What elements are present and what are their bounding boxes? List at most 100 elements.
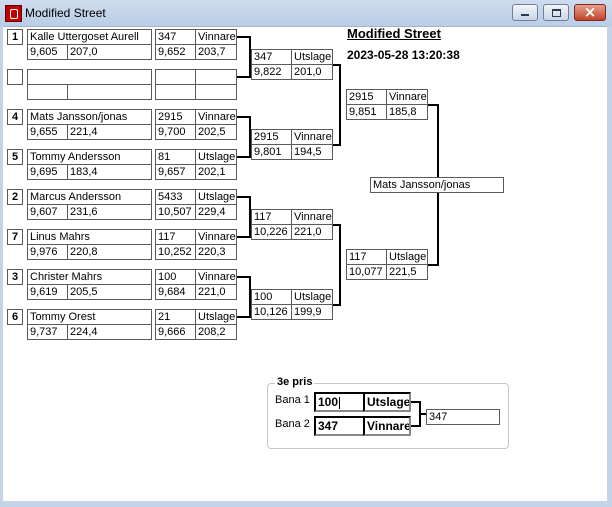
result-field[interactable]: Utslagen — [291, 49, 333, 65]
lane-1-result-field[interactable]: Utslagen — [363, 392, 411, 412]
result-field[interactable]: Utslagen — [195, 189, 237, 205]
result-field[interactable]: Vinnare — [195, 269, 237, 285]
time-field[interactable]: 9,822 — [251, 64, 292, 80]
third-place-result-field[interactable]: 347 — [426, 409, 500, 425]
speed-field[interactable]: 202,1 — [195, 164, 237, 180]
seed-box: 6 — [7, 309, 23, 325]
window-frame-right — [607, 26, 612, 507]
result-field[interactable]: Vinnare — [195, 29, 237, 45]
speed-field[interactable]: 220,8 — [67, 244, 152, 260]
reaction-time-field[interactable]: 9,607 — [27, 204, 68, 220]
reaction-time-field[interactable]: 9,655 — [27, 124, 68, 140]
racer-name-field[interactable]: Tommy Orest — [27, 309, 152, 325]
speed-field[interactable]: 221,4 — [67, 124, 152, 140]
result-field[interactable]: Vinnare — [291, 209, 333, 225]
start-number-field[interactable]: 2915 — [155, 109, 196, 125]
result-field[interactable]: Vinnare — [195, 229, 237, 245]
speed-field[interactable]: 221,0 — [291, 224, 333, 240]
speed-field[interactable]: 201,0 — [291, 64, 333, 80]
start-number-field[interactable]: 117 — [251, 209, 292, 225]
time-field[interactable]: 10,252 — [155, 244, 196, 260]
result-field[interactable]: Vinnare — [195, 109, 237, 125]
speed-field[interactable] — [67, 84, 152, 100]
start-number-field[interactable]: 81 — [155, 149, 196, 165]
speed-field[interactable]: 202,5 — [195, 124, 237, 140]
result-field[interactable] — [195, 69, 237, 85]
result-field[interactable]: Utslagen — [195, 149, 237, 165]
speed-field[interactable]: 231,6 — [67, 204, 152, 220]
start-number-field[interactable]: 21 — [155, 309, 196, 325]
time-field[interactable]: 9,666 — [155, 324, 196, 340]
speed-field[interactable]: 194,5 — [291, 144, 333, 160]
time-field[interactable]: 10,126 — [251, 304, 292, 320]
time-field[interactable]: 10,077 — [346, 264, 387, 280]
reaction-time-field[interactable]: 9,695 — [27, 164, 68, 180]
winner-field[interactable]: Mats Jansson/jonas — [370, 177, 504, 193]
start-number-field[interactable]: 100 — [155, 269, 196, 285]
app-icon[interactable] — [5, 5, 22, 22]
maximize-button[interactable] — [543, 4, 569, 21]
result-field[interactable]: Utslagen — [291, 289, 333, 305]
speed-field[interactable]: 203,7 — [195, 44, 237, 60]
reaction-time-field[interactable]: 9,619 — [27, 284, 68, 300]
start-number-field[interactable]: 5433 — [155, 189, 196, 205]
result-field[interactable]: Utslagen — [195, 309, 237, 325]
racer-name-field[interactable]: Tommy Andersson — [27, 149, 152, 165]
speed-field[interactable]: 229,4 — [195, 204, 237, 220]
speed-field[interactable]: 220,3 — [195, 244, 237, 260]
racer-name-field[interactable] — [27, 69, 152, 85]
time-field[interactable]: 9,684 — [155, 284, 196, 300]
start-number-field[interactable]: 2915 — [346, 89, 387, 105]
result-field[interactable]: Vinnare — [386, 89, 428, 105]
lane-2-number-input[interactable]: 347 — [314, 416, 365, 436]
time-field[interactable]: 9,700 — [155, 124, 196, 140]
start-number-field[interactable]: 347 — [155, 29, 196, 45]
time-field[interactable]: 9,657 — [155, 164, 196, 180]
start-number-field[interactable]: 100 — [251, 289, 292, 305]
speed-field[interactable]: 199,9 — [291, 304, 333, 320]
speed-field[interactable]: 208,2 — [195, 324, 237, 340]
reaction-time-field[interactable]: 9,737 — [27, 324, 68, 340]
time-field[interactable]: 10,507 — [155, 204, 196, 220]
seed-box: 4 — [7, 109, 23, 125]
reaction-time-field[interactable]: 9,976 — [27, 244, 68, 260]
start-number-field[interactable]: 347 — [251, 49, 292, 65]
close-button[interactable] — [574, 3, 606, 21]
minimize-button[interactable] — [512, 4, 538, 21]
start-number-field[interactable] — [155, 69, 196, 85]
racer-name-field[interactable]: Linus Mahrs — [27, 229, 152, 245]
speed-field[interactable]: 224,4 — [67, 324, 152, 340]
racer-name-field[interactable]: Mats Jansson/jonas — [27, 109, 152, 125]
bracket-connector — [249, 36, 251, 78]
speed-field[interactable]: 221,5 — [386, 264, 428, 280]
time-field[interactable]: 10,226 — [251, 224, 292, 240]
time-field[interactable] — [155, 84, 196, 100]
reaction-time-field[interactable]: 9,605 — [27, 44, 68, 60]
lane-1-number-input[interactable]: 100 — [314, 392, 365, 412]
start-number-field[interactable]: 2915 — [251, 129, 292, 145]
lane-2-label: Bana 2 — [275, 418, 310, 430]
result-field[interactable]: Utslagen — [386, 249, 428, 265]
racer-name-field[interactable]: Christer Mahrs — [27, 269, 152, 285]
speed-field[interactable]: 205,5 — [67, 284, 152, 300]
racer-name-field[interactable]: Marcus Andersson — [27, 189, 152, 205]
start-number-field[interactable]: 117 — [346, 249, 387, 265]
result-field[interactable]: Vinnare — [291, 129, 333, 145]
event-heading: Modified Street — [347, 26, 441, 41]
time-field[interactable]: 9,801 — [251, 144, 292, 160]
text-cursor — [339, 396, 341, 409]
speed-field[interactable]: 183,4 — [67, 164, 152, 180]
bracket-connector — [339, 64, 341, 146]
time-field[interactable]: 9,851 — [346, 104, 387, 120]
lane-2-result-field[interactable]: Vinnare — [363, 416, 411, 436]
speed-field[interactable] — [195, 84, 237, 100]
time-field[interactable]: 9,652 — [155, 44, 196, 60]
start-number-field[interactable]: 117 — [155, 229, 196, 245]
window-frame-left — [0, 26, 3, 507]
bracket-connector — [411, 425, 419, 427]
speed-field[interactable]: 221,0 — [195, 284, 237, 300]
racer-name-field[interactable]: Kalle Uttergoset Aurell — [27, 29, 152, 45]
reaction-time-field[interactable] — [27, 84, 68, 100]
speed-field[interactable]: 185,8 — [386, 104, 428, 120]
speed-field[interactable]: 207,0 — [67, 44, 152, 60]
